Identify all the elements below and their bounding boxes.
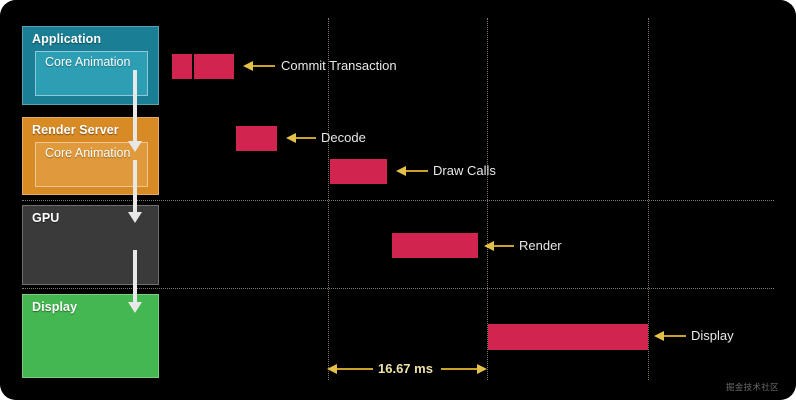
callout-display-label: Display — [691, 328, 734, 343]
callout-commit-transaction-arrowhead — [243, 61, 253, 71]
lane-render-server[interactable]: Render Server Core Animation — [22, 117, 159, 195]
lane-application-core-animation-label: Core Animation — [45, 55, 131, 69]
bar-draw-calls[interactable] — [330, 159, 387, 184]
gridline-vertical-2 — [487, 18, 488, 380]
callout-draw-calls-arrowhead — [396, 166, 406, 176]
bar-render[interactable] — [392, 233, 478, 258]
bar-commit-transaction-layout[interactable] — [172, 54, 192, 79]
gridline-vertical-1 — [328, 18, 329, 380]
lane-display[interactable]: Display — [22, 294, 159, 378]
flow-arrow-render-server-to-gpu-head — [128, 212, 142, 223]
lane-display-label: Display — [32, 300, 78, 314]
flow-arrow-application-to-render-server-shaft — [133, 70, 137, 144]
measurement-frame-duration-label: 16.67 ms — [378, 361, 433, 376]
flow-arrow-application-to-render-server-head — [128, 141, 142, 152]
callout-draw-calls-label: Draw Calls — [433, 163, 496, 178]
flow-arrow-gpu-to-display-head — [128, 302, 142, 313]
bar-display[interactable] — [488, 324, 648, 350]
gridline-vertical-3 — [648, 18, 649, 380]
callout-decode-line — [296, 137, 316, 139]
callout-render-arrowhead — [484, 241, 494, 251]
callout-render-label: Render — [519, 238, 562, 253]
callout-decode-label: Decode — [321, 130, 366, 145]
flow-arrow-render-server-to-gpu-shaft — [133, 160, 137, 215]
callout-display-arrowhead — [654, 331, 664, 341]
callout-display-line — [664, 335, 686, 337]
lane-application-core-animation[interactable]: Core Animation — [35, 51, 148, 96]
lane-render-server-label: Render Server — [32, 123, 119, 137]
lane-application-label: Application — [32, 32, 102, 46]
lane-render-server-core-animation-label: Core Animation — [45, 146, 131, 160]
callout-draw-calls-line — [406, 170, 428, 172]
lane-gpu-label: GPU — [32, 211, 60, 225]
lane-application[interactable]: Application Core Animation — [22, 26, 159, 105]
callout-decode-arrowhead — [286, 133, 296, 143]
measurement-arrowhead-right — [477, 364, 487, 374]
gridline-horizontal-2 — [22, 288, 774, 289]
callout-commit-transaction-label: Commit Transaction — [281, 58, 397, 73]
callout-commit-transaction-line — [253, 65, 275, 67]
measurement-arrowhead-left — [327, 364, 337, 374]
flow-arrow-gpu-to-display-shaft — [133, 250, 137, 305]
watermark-label: 掘金技术社区 — [726, 382, 779, 392]
callout-render-line — [494, 245, 514, 247]
measurement-line-right — [441, 368, 477, 370]
gridline-horizontal-1 — [22, 200, 774, 201]
measurement-line-left — [337, 368, 373, 370]
bar-commit-transaction-display[interactable] — [194, 54, 234, 79]
bar-decode[interactable] — [236, 126, 277, 151]
